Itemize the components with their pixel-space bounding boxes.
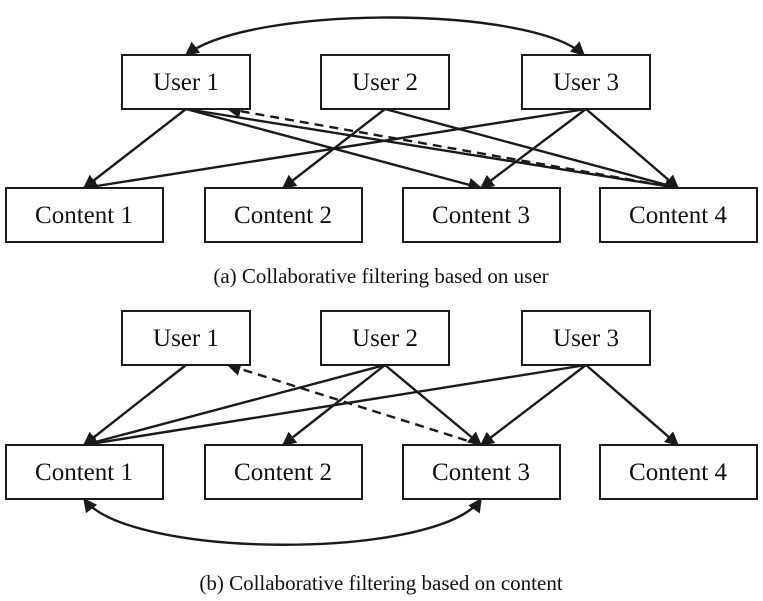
panel-b-content-2-node: Content 2 bbox=[204, 444, 363, 500]
panel-a-user-3-node: User 3 bbox=[521, 54, 651, 110]
panel-b-content-4-label: Content 4 bbox=[629, 459, 727, 486]
panel-b-edge-u1-to-c1 bbox=[82, 364, 187, 446]
panel-a-caption: (a) Collaborative filtering based on use… bbox=[213, 264, 548, 288]
panel-b-user-2-label: User 2 bbox=[352, 325, 418, 352]
panel-a-edge-u1-to-c4 bbox=[185, 107, 680, 193]
panel-a-user-2-node: User 2 bbox=[320, 54, 450, 110]
panel-b-content-1-node: Content 1 bbox=[5, 444, 164, 500]
panel-a-user-3-label: User 3 bbox=[553, 69, 619, 96]
panel-a-edges bbox=[82, 104, 680, 193]
panel-b-edge-u3-to-c3 bbox=[479, 364, 587, 446]
panel-a-user-1-node: User 1 bbox=[121, 54, 251, 110]
panel-b-edge-u2-to-c3 bbox=[384, 364, 483, 446]
panel-b-content-1-label: Content 1 bbox=[35, 459, 133, 486]
panel-b-content-3-label: Content 3 bbox=[432, 459, 530, 486]
panel-a-content-1-node: Content 1 bbox=[5, 187, 164, 243]
panel-a-edge-u2-to-c4 bbox=[384, 107, 680, 192]
panel-b-edges bbox=[82, 362, 680, 450]
panel-b-user-1-label: User 1 bbox=[153, 325, 219, 352]
panel-b-edge-u3-to-c1 bbox=[82, 363, 587, 450]
panel-a-user-2-label: User 2 bbox=[352, 69, 418, 96]
panel-b-edge-u3-to-c4 bbox=[585, 364, 680, 446]
panel-a-content-1-label: Content 1 bbox=[35, 202, 133, 229]
panel-a: User 1 User 2 User 3 Content 1 Content 2… bbox=[5, 16, 758, 288]
panel-b-content-3-node: Content 3 bbox=[402, 444, 561, 500]
content-similarity-link bbox=[83, 497, 482, 546]
panel-a-edge-u3-to-c1 bbox=[82, 107, 587, 193]
panel-b-edge-c3-to-u1-dashed bbox=[226, 362, 482, 447]
panel-b-user-1-node: User 1 bbox=[121, 310, 251, 366]
panel-b-content-4-node: Content 4 bbox=[599, 444, 758, 500]
panel-b-content-2-label: Content 2 bbox=[234, 459, 332, 486]
panel-b-caption: (b) Collaborative filtering based on con… bbox=[199, 571, 562, 595]
panel-b-user-2-node: User 2 bbox=[320, 310, 450, 366]
panel-a-user-1-label: User 1 bbox=[153, 69, 219, 96]
panel-a-edge-c4-to-u1-dashed bbox=[226, 104, 679, 190]
panel-a-content-4-label: Content 4 bbox=[629, 202, 727, 229]
panel-a-content-4-node: Content 4 bbox=[599, 187, 758, 243]
panel-a-edge-u1-to-c1 bbox=[82, 108, 187, 189]
panel-a-edge-u3-to-c4 bbox=[585, 108, 680, 189]
panel-b-user-3-label: User 3 bbox=[553, 325, 619, 352]
panel-a-content-3-node: Content 3 bbox=[402, 187, 561, 243]
panel-b-edge-u2-to-c1 bbox=[82, 363, 386, 449]
user-similarity-link bbox=[184, 16, 586, 56]
panel-a-content-3-label: Content 3 bbox=[432, 202, 530, 229]
panel-b: User 1 User 2 User 3 Content 1 Content 2… bbox=[5, 310, 758, 595]
panel-a-content-2-node: Content 2 bbox=[204, 187, 363, 243]
panel-b-user-3-node: User 3 bbox=[521, 310, 651, 366]
panel-a-content-2-label: Content 2 bbox=[234, 202, 332, 229]
